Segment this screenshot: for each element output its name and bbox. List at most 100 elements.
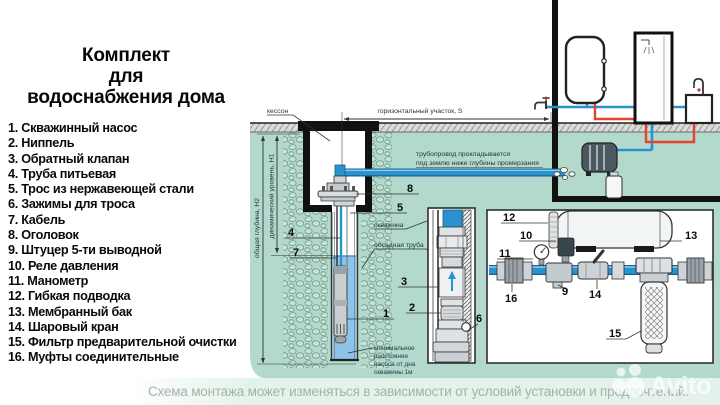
svg-text:под землю ниже глубины промерз: под землю ниже глубины промерзания [416, 159, 539, 167]
flexible-hose-icon [548, 211, 559, 249]
svg-text:12: 12 [503, 212, 515, 224]
pressure-tank-icon [581, 142, 618, 176]
callout-3: 3 [398, 276, 438, 288]
house-structure [552, 0, 720, 202]
svg-text:14: 14 [589, 289, 602, 301]
detail-box-equipment [486, 209, 714, 364]
label-pipeline-note: трубопровод прокладывается под землю ниж… [416, 150, 543, 168]
title-line-1: Комплект [81, 45, 171, 66]
label-total-depth: общая глубина, Н2 [253, 198, 261, 258]
part-item-5: 5. Трос из нержавеющей стали [8, 182, 194, 197]
callout-16: 16 [505, 284, 517, 305]
part-item-4: 4. Труба питьевая [8, 166, 116, 181]
sink-icon [684, 77, 714, 125]
part-item-8: 8. Оголовок [8, 228, 79, 243]
svg-text:насоса от дна: насоса от дна [374, 361, 416, 368]
outdoor-tap-icon [534, 96, 552, 110]
callout-6: 6 [469, 313, 482, 330]
svg-text:11: 11 [499, 248, 511, 260]
label-casing-pipe: обсадная труба [374, 241, 424, 249]
part-item-1: 1. Скважинный насос [8, 121, 138, 135]
part-item-13: 13. Мембранный бак [8, 304, 132, 319]
svg-text:9: 9 [562, 286, 568, 298]
callout-4: 4 [285, 227, 340, 239]
callout-11: 11 [497, 248, 533, 260]
avito-logo-text: Avito [650, 372, 712, 400]
part-item-3: 3. Обратный клапан [8, 151, 130, 166]
callout-10: 10 [519, 230, 556, 242]
svg-text:2: 2 [409, 302, 415, 314]
pump-column-fittings [432, 226, 470, 363]
callout-13: 13 [660, 230, 697, 242]
cable-clamp [461, 322, 471, 332]
svg-text:7: 7 [293, 247, 299, 259]
callout-1: 1 [347, 308, 394, 320]
ball-valve-icon [577, 249, 609, 280]
house-wall [552, 0, 558, 200]
callouts: 8 5 4 7 1 3 2 [285, 183, 697, 340]
avito-logo: Avito [612, 364, 712, 400]
callout-7: 7 [290, 247, 337, 259]
svg-text:6: 6 [476, 313, 482, 325]
svg-text:10: 10 [520, 230, 532, 242]
svg-text:16: 16 [505, 293, 517, 305]
label-kesson-group: кессон [267, 108, 331, 142]
avito-logo-dots [612, 364, 645, 397]
union-fitting [611, 261, 625, 280]
part-item-11: 11. Манометр [8, 273, 89, 288]
coupling-icon [496, 257, 533, 284]
part-item-9: 9. Штуцер 5-ти выводной [8, 243, 162, 258]
callout-5: 5 [350, 202, 407, 214]
avito-watermark: Avito [608, 362, 720, 405]
svg-text:4: 4 [288, 227, 295, 239]
pressure-relay-icon [557, 237, 575, 263]
callout-8: 8 [356, 183, 419, 195]
title-line-3: водоснабжения дома [27, 87, 225, 108]
basement-filter-icon [605, 171, 623, 199]
disclaimer-note: Схема монтажа может изменяться в зависим… [148, 384, 689, 399]
submersible-pump-icon [333, 265, 348, 344]
wellhead [317, 175, 359, 207]
membrane-tank-icon [555, 210, 673, 252]
part-item-15: 15. Фильтр предварительной очистки [8, 335, 237, 350]
callout-15: 15 [606, 328, 642, 340]
dimension-lines [257, 112, 552, 365]
svg-text:5: 5 [397, 202, 403, 214]
callout-9: 9 [557, 284, 569, 298]
label-dynamic-level: динамический уровень, Н1 [268, 153, 276, 238]
basement-equipment [553, 142, 623, 199]
title-line-2: для [108, 66, 144, 87]
pressure-gauge-icon [533, 244, 550, 266]
svg-text:минимальное: минимальное [374, 345, 415, 352]
parts-list: 1. Скважинный насос 2. Ниппель 3. Обратн… [0, 121, 252, 366]
svg-text:скважины 1м: скважины 1м [374, 369, 413, 376]
part-item-10: 10. Реле давления [8, 258, 119, 273]
parts-panel: Комплект для водоснабжения дома 1. Скваж… [0, 0, 252, 378]
label-min-distance: минимальное расстояние насоса от дна скв… [347, 345, 416, 376]
part-item-16: 16. Муфты соединительные [8, 350, 179, 365]
installation-diagram: общая глубина, Н2 динамический уровень, … [250, 0, 720, 380]
part-item-6: 6. Зажимы для троса [8, 197, 135, 212]
fittings-cluster-icon [553, 166, 576, 180]
footer-strip: Схема монтажа может изменяться в зависим… [0, 378, 720, 405]
five-way-fitting-icon [545, 262, 573, 289]
buried-pipe [334, 164, 565, 177]
right-coupling-icon [677, 257, 713, 284]
label-well-group: скважина [374, 220, 428, 230]
svg-text:8: 8 [407, 183, 413, 195]
detail-box-pump-column [427, 207, 476, 364]
svg-text:15: 15 [609, 328, 621, 340]
prefilter-icon [635, 257, 673, 354]
label-horizontal-section: горизонтальный участок, S [377, 107, 463, 115]
shower-cabin-icon [633, 31, 674, 125]
svg-text:трубопровод прокладывается: трубопровод прокладывается [416, 150, 510, 158]
label-well: скважина [374, 222, 404, 229]
basement-floor [552, 196, 720, 202]
callout-2: 2 [406, 302, 441, 314]
label-kesson: кессон [267, 108, 288, 115]
well-shaft [330, 205, 359, 362]
part-item-2: 2. Ниппель [8, 136, 75, 151]
svg-text:1: 1 [383, 308, 389, 320]
callout-14: 14 [589, 280, 602, 301]
